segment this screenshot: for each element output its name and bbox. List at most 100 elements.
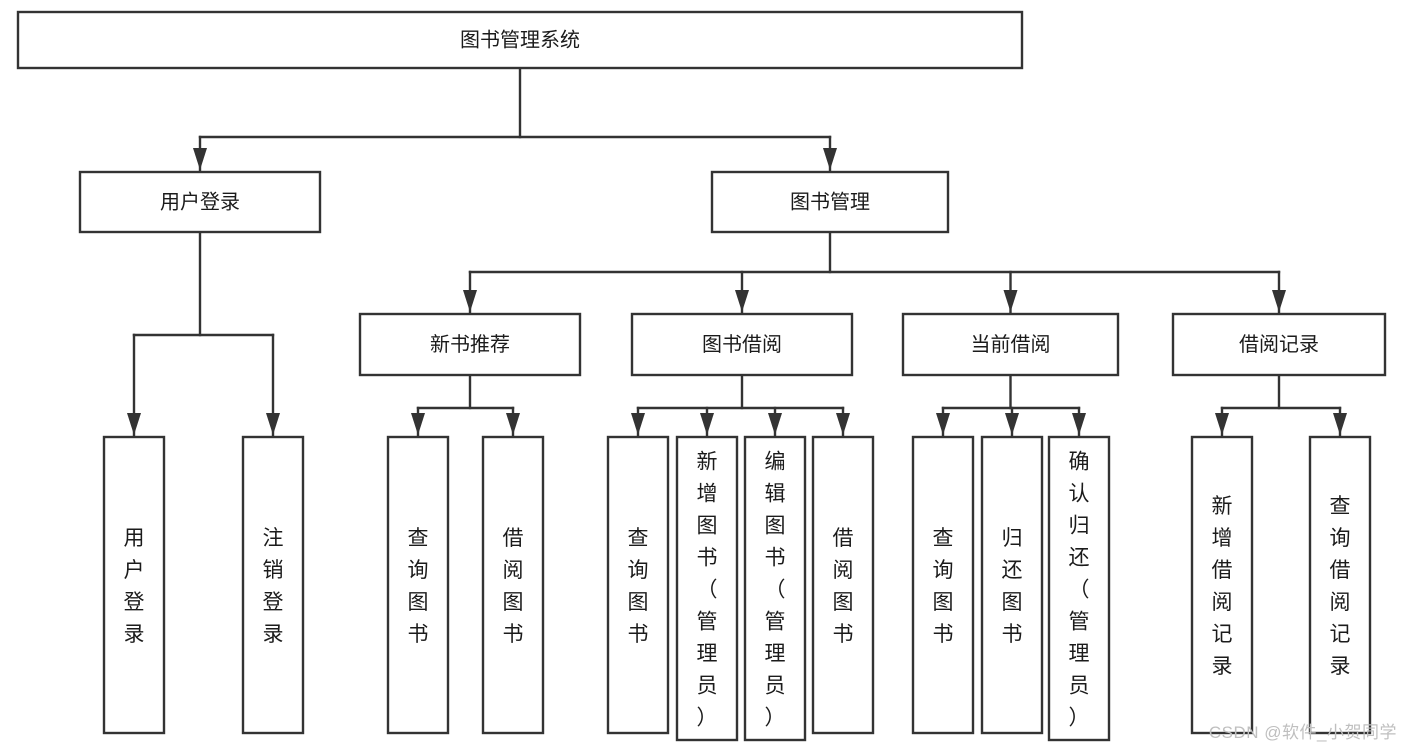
node-label: 图书管理系统: [460, 28, 580, 51]
node-box: [980, 435, 1044, 735]
node-label: 借阅记录: [1239, 333, 1319, 356]
node-label-char: （: [1069, 579, 1090, 602]
arrow-head-icon: [936, 413, 950, 435]
node-label: 用户登录: [160, 190, 240, 213]
node-box: [901, 312, 1120, 377]
node-label-char: 借: [503, 527, 524, 550]
node-label-char: 阅: [833, 559, 854, 582]
node-label-char: 增: [697, 483, 718, 506]
arrow-head-icon: [411, 413, 425, 435]
node-label-char: 询: [933, 559, 954, 582]
node-box: [1190, 435, 1254, 735]
node-label-char: 理: [765, 643, 786, 666]
node-label-char: 确: [1069, 451, 1090, 474]
node-label-char: 书: [503, 623, 524, 646]
node-label-char: 销: [263, 559, 284, 582]
node-label-char: 登: [263, 591, 284, 614]
node-label-char: 录: [1330, 655, 1351, 678]
node-label-char: 查: [1330, 495, 1351, 518]
node-label-char: 编: [765, 451, 786, 474]
node-label-char: 增: [1212, 527, 1233, 550]
node-box: [386, 435, 450, 735]
node-label-char: 图: [628, 591, 649, 614]
node-label-char: 借: [1330, 559, 1351, 582]
node-box: [911, 435, 975, 735]
node-current-borrow[interactable]: 当前借阅: [901, 312, 1120, 377]
node-box: [675, 435, 739, 742]
node-box: [241, 435, 305, 735]
node-label-char: 书: [628, 623, 649, 646]
node-label-char: 书: [408, 623, 429, 646]
node-label-char: 还: [1069, 547, 1090, 570]
node-label-char: 书: [1002, 623, 1023, 646]
node-label-char: 查: [408, 527, 429, 550]
node-label-char: 归: [1002, 527, 1023, 550]
node-label-char: 员: [1069, 675, 1090, 698]
node-label-char: 图: [697, 515, 718, 538]
node-box: [811, 435, 875, 735]
node-label-char: 记: [1330, 623, 1351, 646]
node-box: [78, 170, 322, 234]
node-label-char: 管: [765, 611, 786, 634]
node-label-char: 管: [1069, 611, 1090, 634]
node-label-char: 阅: [1330, 591, 1351, 614]
node-label-char: ）: [765, 707, 786, 730]
node-label-char: 阅: [503, 559, 524, 582]
node-box: [1171, 312, 1387, 377]
node-root[interactable]: 图书管理系统: [16, 10, 1024, 70]
node-label-char: （: [765, 579, 786, 602]
node-label-char: 图: [1002, 591, 1023, 614]
node-leaf-user-login[interactable]: 用户登录: [102, 435, 166, 735]
node-label-char: 询: [628, 559, 649, 582]
node-label-char: 录: [263, 623, 284, 646]
node-label-char: 辑: [765, 483, 786, 506]
node-label-char: 书: [697, 547, 718, 570]
node-label-char: 询: [408, 559, 429, 582]
node-label-char: 理: [1069, 643, 1090, 666]
watermark-text: CSDN @软件_小贺同学: [1208, 723, 1397, 742]
node-box: [102, 435, 166, 735]
node-label-char: 管: [697, 611, 718, 634]
arrow-head-icon: [266, 413, 280, 435]
node-new-book-rec[interactable]: 新书推荐: [358, 312, 582, 377]
node-label: 新书推荐: [430, 333, 510, 356]
node-label-char: 员: [697, 675, 718, 698]
node-book-manage[interactable]: 图书管理: [710, 170, 950, 234]
node-label: 当前借阅: [971, 333, 1051, 356]
edges-layer: [127, 66, 1347, 437]
node-label-char: （: [697, 579, 718, 602]
node-label-char: 录: [124, 623, 145, 646]
node-borrow-record[interactable]: 借阅记录: [1171, 312, 1387, 377]
arrow-head-icon: [1072, 413, 1086, 435]
node-label-char: ）: [697, 707, 718, 730]
node-label-char: 录: [1212, 655, 1233, 678]
node-label-char: 图: [408, 591, 429, 614]
arrow-head-icon: [1333, 413, 1347, 435]
node-box: [481, 435, 545, 735]
node-label-char: 图: [503, 591, 524, 614]
node-book-borrow[interactable]: 图书借阅: [630, 312, 854, 377]
node-label-char: 书: [833, 623, 854, 646]
node-user-login[interactable]: 用户登录: [78, 170, 322, 234]
arrow-head-icon: [700, 413, 714, 435]
node-label-char: 用: [124, 527, 145, 550]
arrow-head-icon: [823, 148, 837, 170]
arrow-head-icon: [768, 413, 782, 435]
node-label-char: 图: [833, 591, 854, 614]
arrow-head-icon: [193, 148, 207, 170]
node-label-char: 登: [124, 591, 145, 614]
